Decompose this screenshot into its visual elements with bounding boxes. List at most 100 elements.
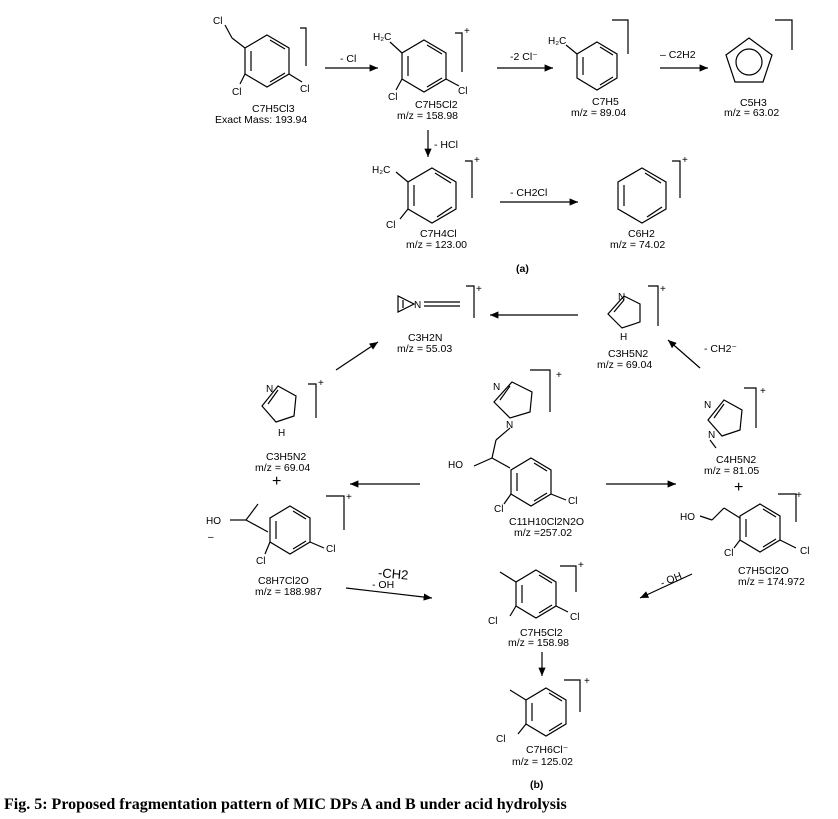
part-b-label: (b) (530, 779, 543, 791)
molecule-c3h5n2-top: N H + (607, 284, 666, 343)
frag3-mz: m/z = 63.02 (724, 107, 779, 119)
svg-text:Cl: Cl (800, 546, 809, 557)
c3h5n2-left-mz: m/z = 69.04 (255, 462, 310, 474)
frag2-formula: C7H5 (592, 96, 619, 108)
c7h5cl2-b-formula: C7H5Cl2 (520, 627, 563, 639)
svg-text:Cl: Cl (386, 220, 395, 231)
svg-text:H: H (278, 428, 285, 439)
molecule-c7h4cl: H₂C Cl + (372, 155, 480, 231)
molecule-c7h5cl2-a: H₂C Cl Cl + (373, 26, 470, 103)
parent-mz: m/z =257.02 (514, 527, 572, 539)
start-formula: C7H5Cl3 (252, 103, 295, 115)
c7h5cl2-b-mz: m/z = 158.98 (508, 637, 569, 649)
svg-text:Cl: Cl (213, 16, 222, 27)
svg-text:Cl: Cl (388, 92, 397, 103)
molecule-c6h2: + (617, 155, 688, 224)
svg-text:H₂C: H₂C (548, 36, 566, 47)
c4h5n2-formula: C4H5N2 (716, 454, 756, 466)
frag2-mz: m/z = 89.04 (571, 107, 626, 119)
molecule-c8h7cl2o: HO – Cl Cl + (206, 492, 352, 567)
svg-text:N: N (506, 420, 513, 431)
svg-text:+: + (474, 155, 480, 166)
c7h5cl2o-mz: m/z = 174.972 (738, 576, 805, 588)
molecule-c7h6cl: Cl + (496, 676, 590, 745)
start-mass: Exact Mass: 193.94 (215, 114, 307, 126)
svg-text:Cl: Cl (458, 86, 467, 97)
arrow-label-minus-ch2: - CH2⁻ (704, 343, 737, 355)
svg-text:+: + (660, 284, 666, 295)
arrow-label-minus-hcl: - HCl (434, 139, 458, 151)
svg-text:Cl: Cl (232, 87, 241, 98)
svg-text:HO: HO (680, 512, 695, 523)
c8h7cl2o-mz: m/z = 188.987 (255, 586, 322, 598)
arrow-label-minus-c2h2: – C2H2 (660, 49, 696, 61)
frag5-formula: C6H2 (628, 228, 655, 240)
frag1-formula: C7H5Cl2 (415, 99, 458, 111)
svg-text:HO: HO (448, 460, 463, 471)
c7h6cl-mz: m/z = 125.02 (512, 756, 573, 768)
molecule-parent: N N HO Cl Cl + (448, 369, 577, 515)
svg-text:Cl: Cl (724, 548, 733, 559)
molecule-c3h2n: N + (397, 284, 482, 318)
svg-text:+: + (682, 155, 688, 166)
svg-text:N: N (708, 430, 715, 441)
svg-text:–: – (208, 532, 214, 543)
svg-text:+: + (318, 378, 324, 389)
arrow-label-minus-ch2-b: -CH2 (377, 565, 409, 583)
frag5-mz: m/z = 74.02 (610, 239, 665, 251)
c3h5n2-top-formula: C3H5N2 (608, 348, 648, 360)
molecule-c7h5cl2-b: Cl Cl + (488, 560, 584, 627)
arrow-label-minus-ch2cl: - CH2Cl (510, 187, 547, 199)
svg-text:+: + (760, 386, 766, 397)
c3h5n2-top-mz: m/z = 69.04 (597, 359, 652, 371)
svg-text:N: N (618, 292, 625, 303)
figure-caption: Fig. 5: Proposed fragmentation pattern o… (4, 796, 567, 813)
frag3-formula: C5H3 (740, 97, 767, 109)
frag1-mz: m/z = 158.98 (397, 110, 458, 122)
svg-text:H₂C: H₂C (373, 32, 391, 43)
c7h6cl-formula: C7H6Cl⁻ (526, 744, 569, 756)
svg-text:N: N (493, 382, 500, 393)
arrow-label-minus-2cl: -2 Cl⁻ (510, 51, 538, 63)
arrow-label-minus-oh-right: - OH (659, 570, 684, 589)
frag4-formula: C7H4Cl (420, 228, 457, 240)
c3h5n2-left-formula: C3H5N2 (266, 451, 306, 463)
c7h5cl2o-formula: C7H5Cl2O (738, 565, 789, 577)
svg-text:Cl: Cl (570, 612, 579, 623)
c3h2n-mz: m/z = 55.03 (397, 343, 452, 355)
svg-text:N: N (266, 384, 273, 395)
svg-text:H₂C: H₂C (372, 165, 390, 176)
svg-text:N: N (414, 300, 421, 311)
arrow-label-minus-oh-left: - OH (372, 579, 394, 591)
frag4-mz: m/z = 123.00 (406, 239, 467, 251)
svg-text:+: + (556, 370, 562, 381)
svg-text:Cl: Cl (488, 616, 497, 627)
parent-formula: C11H10Cl2N2O (509, 516, 584, 528)
plus-sign-right: + (734, 479, 743, 496)
svg-text:Cl: Cl (326, 544, 335, 555)
part-a-label: (a) (516, 263, 529, 275)
svg-text:+: + (578, 560, 584, 571)
molecule-c7h5cl2o: HO Cl Cl + (680, 490, 809, 559)
c4h5n2-mz: m/z = 81.05 (704, 465, 759, 477)
svg-text:Cl: Cl (496, 734, 505, 745)
svg-text:HO: HO (206, 516, 221, 527)
svg-text:H: H (620, 332, 627, 343)
molecule-c3h5n2-left: N H + (261, 378, 324, 439)
arrow-label-minus-cl: - Cl (340, 53, 356, 65)
molecule-c5h3 (725, 19, 793, 83)
c8h7cl2o-formula: C8H7Cl2O (258, 575, 309, 587)
svg-text:+: + (476, 284, 482, 295)
svg-text:+: + (346, 492, 352, 503)
svg-text:Cl: Cl (256, 556, 265, 567)
svg-text:Cl: Cl (568, 496, 577, 507)
molecule-c7h5: H₂C (548, 19, 629, 91)
svg-text:Cl: Cl (300, 84, 309, 95)
plus-sign-left: + (272, 473, 281, 490)
svg-text:+: + (464, 26, 470, 37)
svg-text:N: N (704, 400, 711, 411)
svg-text:Cl: Cl (494, 504, 503, 515)
svg-text:+: + (796, 490, 802, 501)
molecule-c4h5n2: N N + (704, 386, 766, 449)
